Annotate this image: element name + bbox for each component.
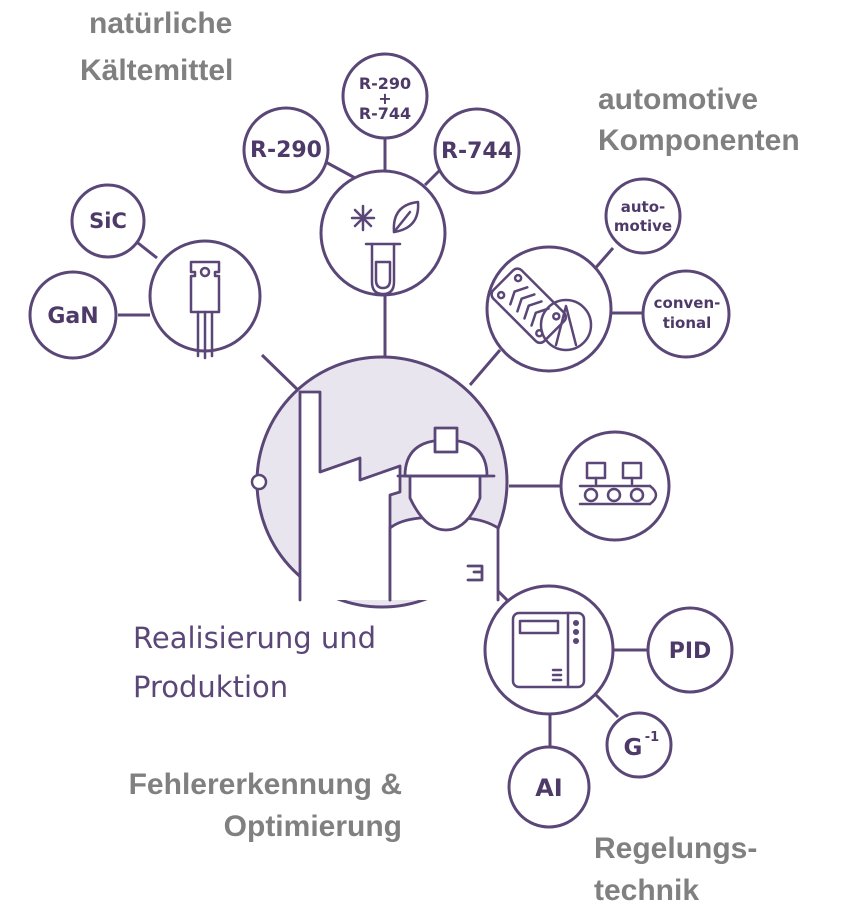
realisation-label-1: Realisierung und bbox=[133, 621, 376, 655]
r744-label: R-744 bbox=[441, 139, 513, 164]
r290-r744-label-3: R-744 bbox=[359, 104, 411, 123]
g-inverse-node bbox=[605, 711, 673, 779]
r290-node bbox=[242, 106, 330, 194]
ai-node bbox=[507, 745, 591, 829]
natural-refrigerants-label-1: natürliche bbox=[89, 7, 232, 40]
ai-label: AI bbox=[535, 774, 563, 802]
conventional-label-2: tional bbox=[663, 314, 712, 332]
pid-label: PID bbox=[669, 639, 712, 664]
automotive-label-1: auto- bbox=[621, 198, 666, 216]
control-engineering-label-1: Regelungs- bbox=[594, 832, 757, 865]
r290-r744-node bbox=[341, 52, 429, 140]
heat-exchanger-compressor-icon bbox=[490, 267, 593, 352]
snowflake-leaf-testtube-icon bbox=[350, 200, 420, 296]
transistor-icon bbox=[189, 260, 221, 360]
control-hub bbox=[483, 584, 615, 716]
automotive-components-label-1: automotive bbox=[598, 83, 758, 116]
conventional-label-1: conven- bbox=[654, 294, 721, 312]
control-engineering-label-2: technik bbox=[594, 874, 699, 907]
hub-factory-worker bbox=[250, 355, 509, 609]
g-inverse-superscript: -1 bbox=[645, 730, 659, 745]
semiconductor-hub bbox=[148, 239, 262, 360]
gan-node bbox=[28, 270, 118, 360]
conveyor-node bbox=[559, 430, 671, 542]
r290-r744-label-1: R-290 bbox=[359, 74, 411, 93]
automotive-components-hub bbox=[485, 245, 613, 373]
pid-node bbox=[646, 606, 734, 694]
automotive-node bbox=[604, 177, 682, 255]
conveyor-belt-icon bbox=[578, 461, 658, 506]
realisation-label-2: Produktion bbox=[133, 670, 288, 704]
refrigerant-hub bbox=[319, 169, 447, 297]
gan-label: GaN bbox=[47, 304, 98, 329]
g-inverse-label: G bbox=[624, 735, 643, 761]
automotive-components-label-2: Komponenten bbox=[598, 124, 800, 157]
r744-node bbox=[433, 107, 521, 195]
sic-label: SiC bbox=[89, 209, 127, 233]
fault-detection-label-1: Fehlererkennung & bbox=[129, 768, 402, 801]
factory-worker-icon bbox=[298, 390, 500, 602]
fault-detection-label-2: Optimierung bbox=[224, 810, 402, 843]
automotive-label-2: motive bbox=[614, 217, 672, 235]
controller-cabinet-icon bbox=[511, 611, 586, 689]
r290-r744-label-2: + bbox=[378, 89, 391, 108]
conventional-node bbox=[641, 269, 731, 359]
natural-refrigerants-label-2: Kältemittel bbox=[80, 54, 233, 87]
sic-node bbox=[70, 183, 146, 259]
r290-label: R-290 bbox=[250, 138, 322, 163]
